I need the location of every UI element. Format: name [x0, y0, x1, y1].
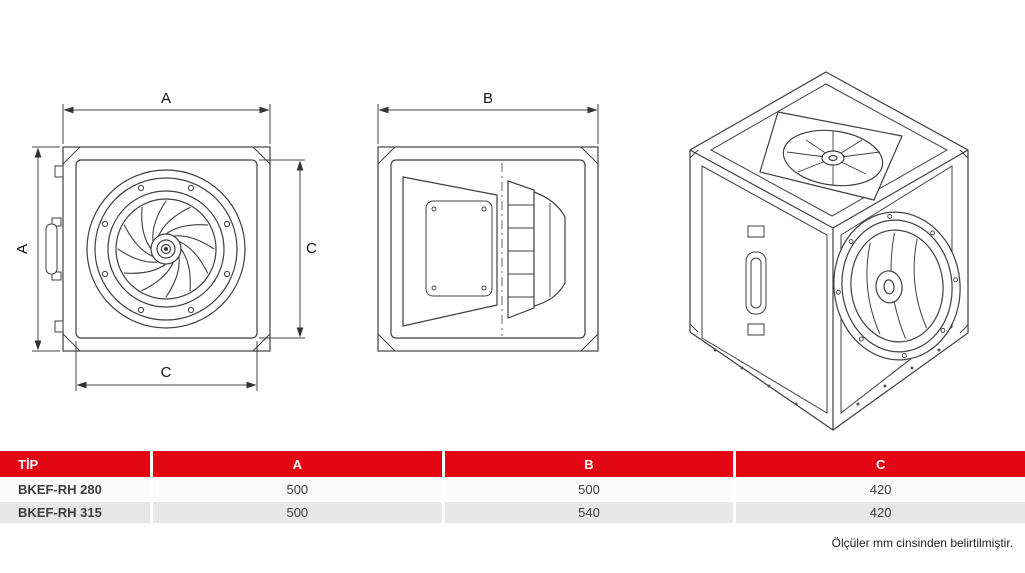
table-header-c: C: [736, 451, 1025, 477]
dim-a-left: [32, 146, 60, 352]
table-header-b: B: [444, 451, 734, 477]
dim-label-b-top: B: [483, 90, 493, 107]
table-header-tip: TİP: [0, 451, 150, 477]
dim-c-bottom: [75, 341, 258, 391]
dim-c-right: [259, 159, 305, 339]
cell-tip: BKEF-RH 315: [0, 502, 150, 523]
dim-label-c-bottom: C: [161, 364, 172, 381]
front-impeller: [86, 169, 246, 329]
cell-a: 500: [153, 502, 442, 523]
dim-label-a-left: A: [14, 244, 31, 254]
front-handle: [45, 217, 62, 281]
cell-tip: BKEF-RH 280: [0, 479, 150, 500]
dim-label-a-top: A: [161, 90, 171, 107]
table-header-a: A: [153, 451, 442, 477]
front-latch-bottom: [54, 320, 64, 333]
side-view: [377, 146, 599, 352]
dim-a-top: [62, 104, 271, 144]
dim-b-top: [377, 104, 599, 144]
iso-handle: [745, 225, 767, 336]
technical-drawing: A A C C B: [14, 71, 969, 431]
dimensions-table: TİP A B C BKEF-RH 280 500 500 420 BKEF-R…: [0, 451, 1025, 523]
units-note: Ölçüler mm cinsinden belirtilmiştir.: [831, 536, 1013, 550]
cell-a: 500: [153, 479, 442, 500]
iso-outlet: [833, 211, 961, 361]
cell-b: 540: [444, 502, 734, 523]
cell-c: 420: [736, 502, 1025, 523]
front-view: [45, 146, 271, 352]
cell-b: 500: [444, 479, 734, 500]
dim-label-c-right: C: [306, 240, 317, 257]
iso-top-inlet: [759, 111, 903, 201]
isometric-view: [689, 71, 969, 431]
cell-c: 420: [736, 479, 1025, 500]
front-latch-top: [54, 165, 64, 178]
